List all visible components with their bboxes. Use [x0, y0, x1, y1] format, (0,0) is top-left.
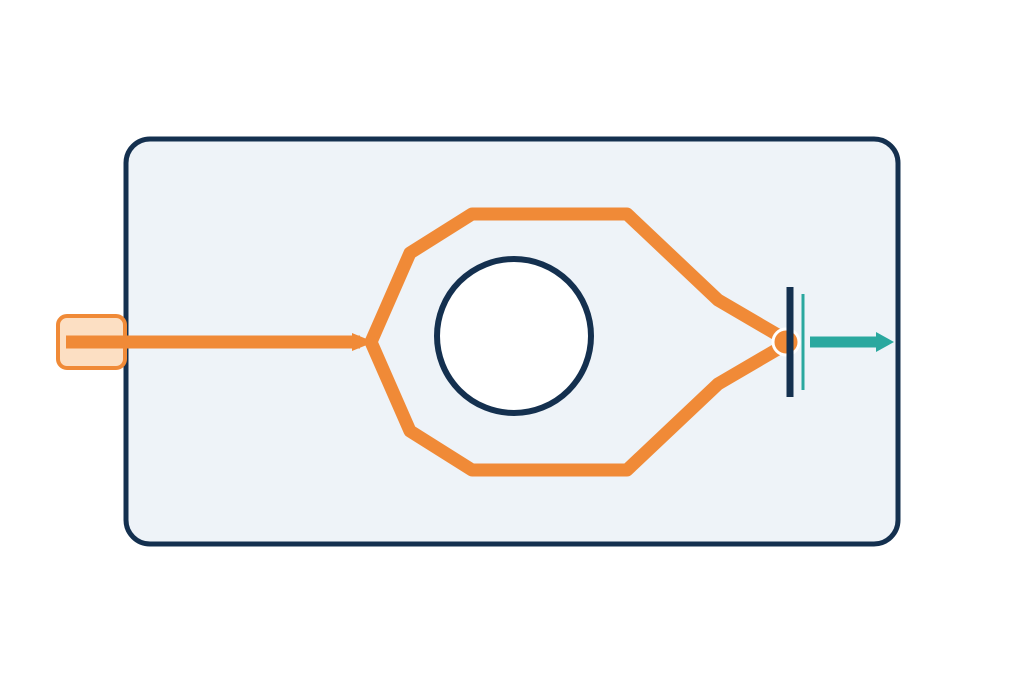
split-arrow-icon [352, 333, 374, 351]
lower-arm-waveguide [364, 335, 790, 477]
output-arrow-icon [876, 332, 894, 352]
combiner-node-icon [771, 327, 801, 357]
central-hole [434, 256, 594, 416]
upper-arm-waveguide [364, 207, 790, 349]
